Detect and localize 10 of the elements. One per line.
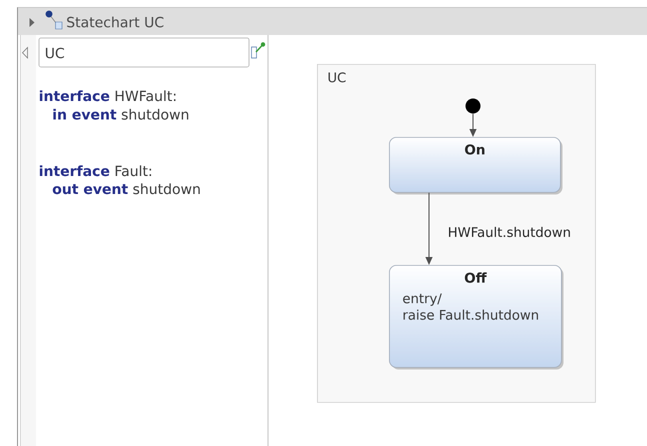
transition-label: HWFault.shutdown <box>446 225 572 239</box>
code-line: in event shutdown <box>53 108 188 120</box>
tab-header: Statechart UC <box>18 8 647 35</box>
input-field: UC <box>38 38 250 68</box>
code-line: interface HWFault: <box>40 90 176 102</box>
state-box: On <box>389 136 562 194</box>
code-line: interface Fault: <box>40 165 152 176</box>
initial-state-dot <box>466 98 480 114</box>
code-line: out event shutdown <box>52 183 200 194</box>
state-box: Off entry/ raise Fault.shutdown <box>389 264 564 370</box>
